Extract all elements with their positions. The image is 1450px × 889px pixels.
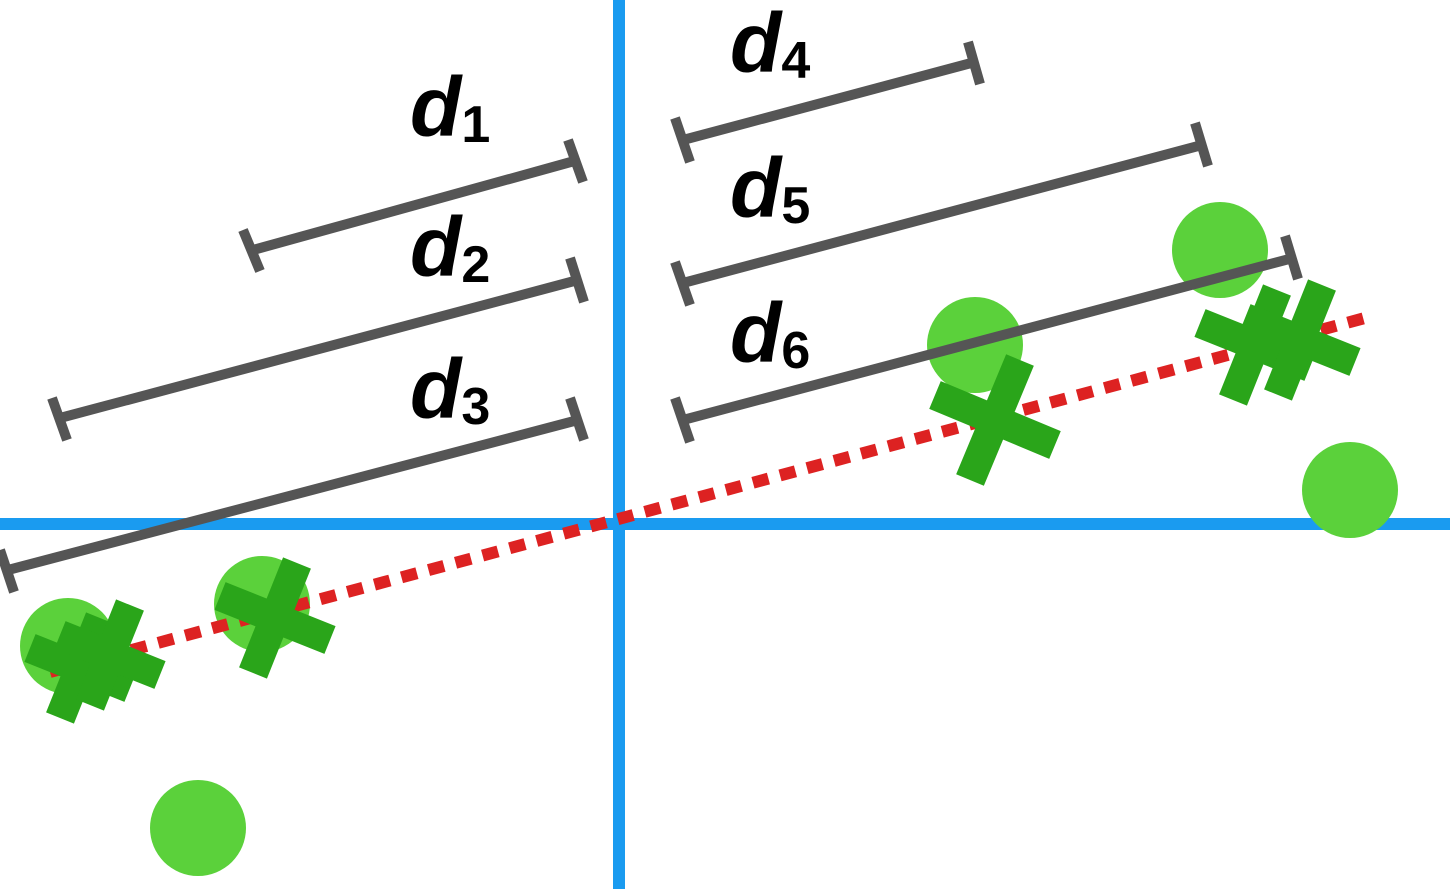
distance-bar-d1 (238, 138, 588, 273)
distance-labels: d1 d2 d3 d4 d5 d6 (410, 0, 810, 436)
distance-bar-d6 (670, 234, 1303, 444)
distance-bar-d3 (0, 396, 589, 594)
cross-icon (1239, 279, 1361, 401)
distance-label-d2: d2 (410, 200, 490, 294)
cross-icon (54, 599, 166, 711)
distance-label-d5: d5 (730, 141, 810, 235)
projections (24, 279, 1361, 724)
cross-icon (929, 354, 1061, 486)
distance-bar-d4 (670, 40, 985, 164)
cross-icon (214, 557, 336, 679)
data-point (150, 780, 246, 876)
distance-bar-d5 (670, 121, 1213, 307)
distance-bars (0, 40, 1303, 594)
distance-bar-d2 (47, 256, 589, 442)
distance-label-d6: d6 (730, 286, 810, 380)
distance-label-d1: d1 (410, 60, 490, 154)
distance-label-d4: d4 (730, 0, 810, 90)
distance-label-d3: d3 (410, 342, 490, 436)
data-points (20, 202, 1398, 876)
data-point (1302, 442, 1398, 538)
